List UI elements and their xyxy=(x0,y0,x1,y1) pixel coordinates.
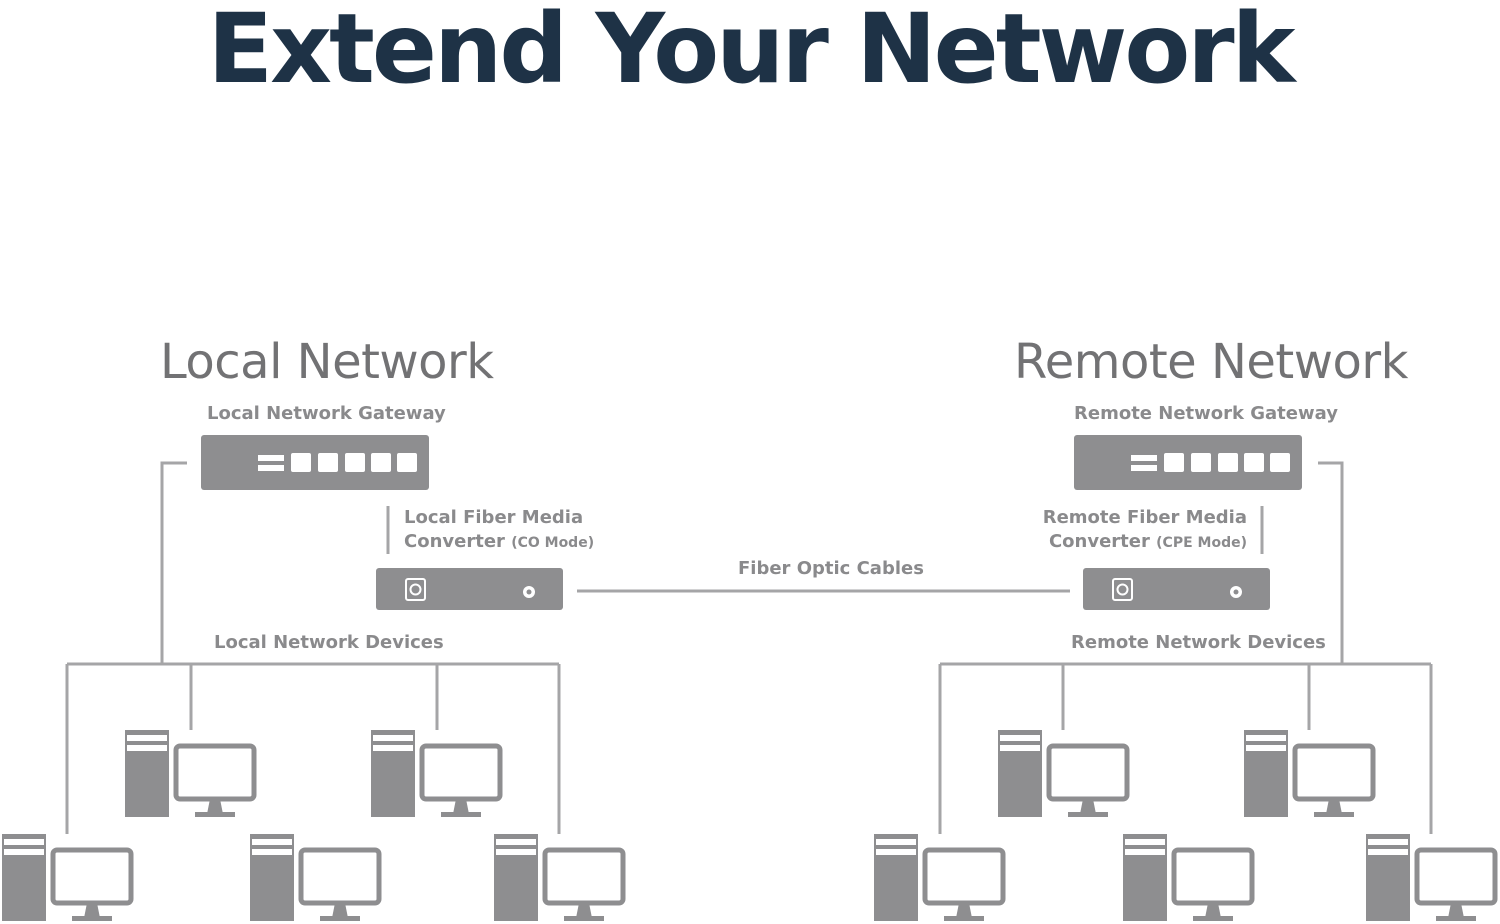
remote-converter-label-line1: Remote Fiber Media xyxy=(1042,507,1247,528)
remote-gateway-label: Remote Network Gateway xyxy=(1074,403,1338,424)
local-desktop-computer-icon-1 xyxy=(125,730,254,817)
local-converter-label-line1: Local Fiber Media xyxy=(404,507,584,528)
local-converter-mode: (CO Mode) xyxy=(511,535,595,551)
remote-desktop-computer-icon-1 xyxy=(998,730,1127,817)
page-title: Extend Your Network xyxy=(207,0,1296,105)
local-desktop-computer-icon-4 xyxy=(250,834,379,921)
remote-desktop-computer-icon-4 xyxy=(1123,834,1252,921)
local-converter-label-line2: Converter xyxy=(404,531,505,552)
remote-converter-label-line2: Converter xyxy=(1048,531,1150,552)
remote-desktop-computer-icon-2 xyxy=(1244,730,1373,817)
local-gateway-link-line xyxy=(160,461,187,664)
remote-converter-mode: (CPE Mode) xyxy=(1156,535,1247,551)
remote-network-heading: Remote Network xyxy=(1014,334,1408,390)
local-gateway-label: Local Network Gateway xyxy=(207,403,446,424)
local-devices-label: Local Network Devices xyxy=(214,632,444,653)
remote-gateway-link-line xyxy=(1318,461,1344,664)
remote-media-converter-icon xyxy=(1083,568,1270,610)
remote-gateway-switch-icon xyxy=(1074,435,1302,490)
fiber-optic-cables-label: Fiber Optic Cables xyxy=(738,558,924,579)
remote-converter-label: Remote Fiber Media Converter (CPE Mode) xyxy=(1040,506,1247,555)
local-desktop-computer-icon-2 xyxy=(371,730,500,817)
local-media-converter-icon xyxy=(376,568,563,610)
remote-desktop-computer-icon-3 xyxy=(874,834,1003,921)
local-desktop-computer-icon-3 xyxy=(2,834,131,921)
remote-devices-label: Remote Network Devices xyxy=(1071,632,1326,653)
local-desktop-computer-icon-5 xyxy=(494,834,623,921)
local-gateway-switch-icon xyxy=(201,435,429,490)
local-network-heading: Local Network xyxy=(160,334,494,390)
remote-desktop-computer-icon-5 xyxy=(1366,834,1495,921)
local-converter-label: Local Fiber Media Converter (CO Mode) xyxy=(404,506,594,555)
